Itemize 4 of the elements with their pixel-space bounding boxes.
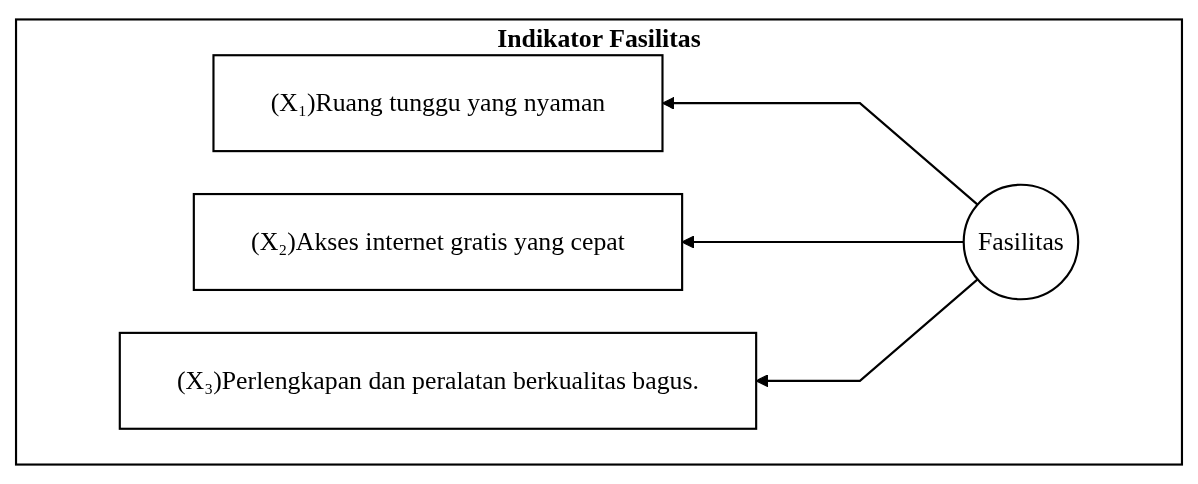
node-box: (X₂)Akses internet gratis yang cepat [192,193,684,291]
node-box: (X₃)Perlengkapan dan peralatan berkualitas bagus. [118,331,758,430]
node-circle: Fasilitas [962,183,1080,301]
node-box: (X₁)Ruang tunggu yang nyaman [212,54,664,153]
